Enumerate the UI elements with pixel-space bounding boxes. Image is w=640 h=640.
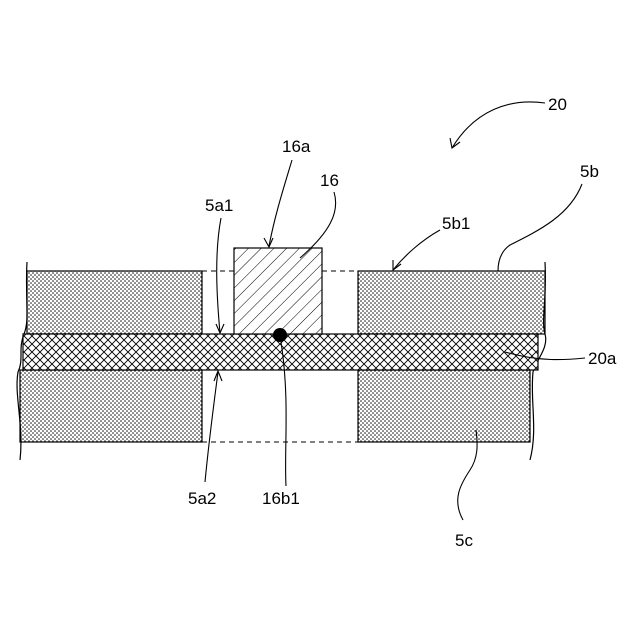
leader-20 — [452, 102, 545, 148]
upper-left-block — [27, 271, 202, 334]
label-20a: 20a — [588, 349, 617, 368]
leader-5c — [458, 430, 477, 520]
label-16a: 16a — [282, 137, 311, 156]
leader-5b — [498, 184, 582, 271]
weld-point-dot — [273, 328, 287, 342]
leader-5a1 — [217, 218, 221, 333]
label-5a2: 5a2 — [188, 489, 216, 508]
upper-right-block — [358, 271, 545, 334]
member-16 — [234, 248, 322, 334]
label-5c: 5c — [455, 531, 473, 550]
label-5b: 5b — [580, 162, 599, 181]
label-5a1: 5a1 — [205, 196, 233, 215]
label-16: 16 — [320, 171, 339, 190]
label-5b1: 5b1 — [442, 214, 470, 233]
leader-5b1 — [393, 230, 440, 270]
leader-5a2 — [205, 372, 218, 482]
arrowhead-16a — [264, 238, 273, 247]
leader-16a — [269, 160, 292, 246]
label-16b1: 16b1 — [262, 489, 300, 508]
label-20: 20 — [548, 95, 567, 114]
lower-right-block — [358, 370, 530, 442]
lower-left-block — [20, 370, 202, 442]
